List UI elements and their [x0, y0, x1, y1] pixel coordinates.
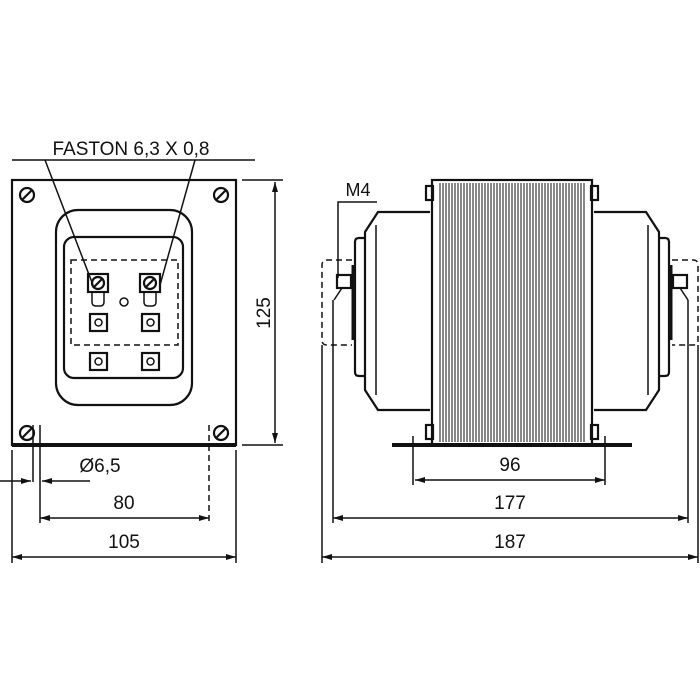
dim-foot-spacing: 96 — [499, 455, 520, 476]
terminal-cover-inner — [62, 235, 185, 380]
dim-plate-width: 105 — [108, 532, 140, 553]
screw-icon — [18, 186, 230, 442]
m4-stud-right — [671, 273, 689, 290]
dim-hole-diameter: Ø6,5 — [79, 456, 120, 477]
lamination-stack — [439, 183, 585, 442]
dim-height: 125 — [254, 297, 275, 329]
terminal-cover-outer — [54, 208, 194, 407]
screw-terminal-icon — [88, 312, 161, 372]
coil-left — [363, 210, 430, 412]
thread-label: M4 — [345, 180, 370, 200]
dim-mount-width: 177 — [494, 493, 526, 514]
front-view: FASTON 6,3 X 0,8 125 Ø6,5 80 105 — [0, 139, 283, 563]
side-view: M4 96 177 187 — [321, 178, 699, 563]
center-hole — [119, 297, 129, 307]
dim-overall-length: 187 — [494, 532, 526, 553]
terminal-box-left — [321, 259, 352, 346]
faston-label: FASTON 6,3 X 0,8 — [52, 139, 209, 160]
coil-right — [594, 210, 661, 412]
terminal-box-right — [672, 259, 699, 346]
faston-terminal-icon — [86, 272, 162, 307]
dim-hole-spacing: 80 — [113, 493, 134, 514]
terminal-block-dashed — [70, 259, 179, 346]
m4-stud-left — [335, 273, 353, 290]
